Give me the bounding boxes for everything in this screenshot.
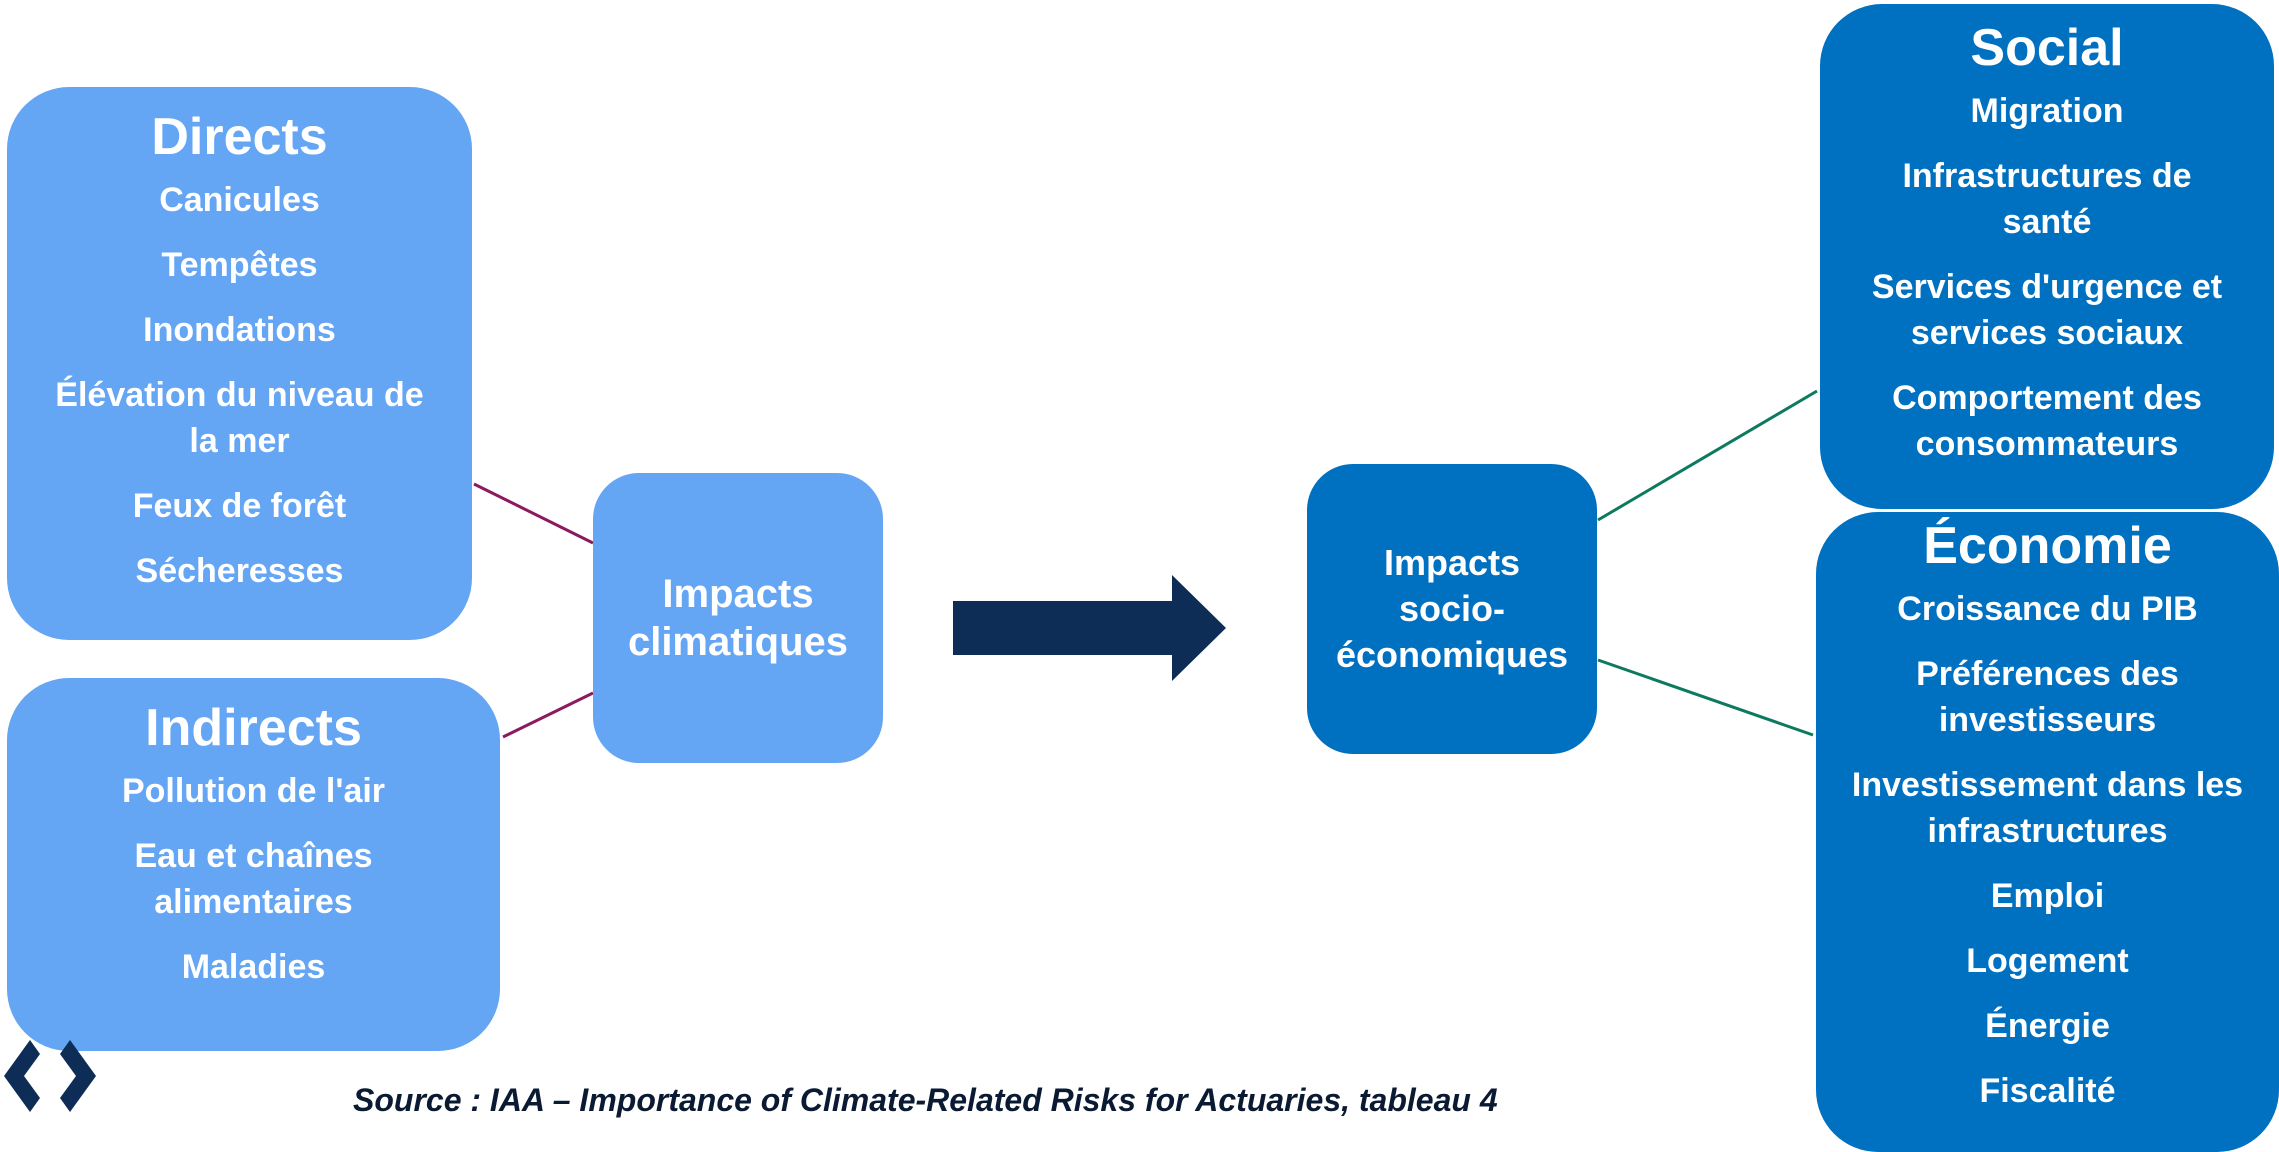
brackets-logo-icon [4, 1040, 96, 1112]
economie-item: Croissance du PIB [1897, 590, 2198, 628]
directs-item: Tempêtes [161, 246, 318, 284]
economie-item: Logement [1966, 942, 2129, 980]
climate-impacts-box: Impacts climatiques [593, 473, 883, 763]
directs-item: Feux de forêt [132, 487, 347, 525]
social-item: Infrastructures de santé [1902, 157, 2192, 241]
connector-layer [473, 389, 1818, 739]
economie-title: Économie [1923, 517, 2172, 575]
economie-box: Économie Croissance du PIB Préférences d… [1816, 512, 2279, 1152]
economie-item: Préférences des investisseurs [1916, 655, 2179, 739]
socio-impacts-label: Impacts socio-économiques [1335, 542, 1569, 675]
connector-socio-social [1597, 389, 1818, 522]
indirects-item: Eau et chaînes alimentaires [134, 837, 373, 921]
economie-item: Fiscalité [1979, 1072, 2116, 1110]
indirects-item: Maladies [181, 948, 326, 986]
social-item: Migration [1970, 92, 2124, 130]
connector-directs-climate [473, 482, 594, 545]
directs-title: Directs [151, 108, 328, 166]
economie-item: Emploi [1990, 877, 2105, 915]
climate-impacts-label: Impacts climatiques [627, 572, 849, 664]
social-box: Social Migration Infrastructures de sant… [1820, 4, 2274, 509]
directs-item: Canicules [159, 181, 320, 219]
economie-item: Investissement dans les infrastructures [1851, 766, 2244, 850]
indirects-item: Pollution de l'air [121, 772, 386, 810]
right-arrow-icon [953, 575, 1226, 681]
social-title: Social [1970, 19, 2124, 77]
connector-socio-economie [1597, 658, 1814, 737]
directs-box: Directs Canicules Tempêtes Inondations É… [7, 87, 472, 640]
social-item: Comportement des consommateurs [1892, 379, 2202, 463]
indirects-box: Indirects Pollution de l'air Eau et chaî… [7, 678, 500, 1051]
indirects-title: Indirects [145, 699, 362, 757]
social-item: Services d'urgence et services sociaux [1871, 268, 2223, 352]
socio-impacts-box: Impacts socio-économiques [1307, 464, 1597, 754]
connector-indirects-climate [502, 691, 594, 739]
directs-item: Élévation du niveau de la mer [55, 376, 424, 460]
directs-item: Inondations [143, 311, 336, 349]
source-caption: Source : IAA – Importance of Climate-Rel… [353, 1082, 1498, 1118]
directs-item: Sécheresses [135, 552, 344, 590]
economie-item: Énergie [1985, 1007, 2110, 1045]
